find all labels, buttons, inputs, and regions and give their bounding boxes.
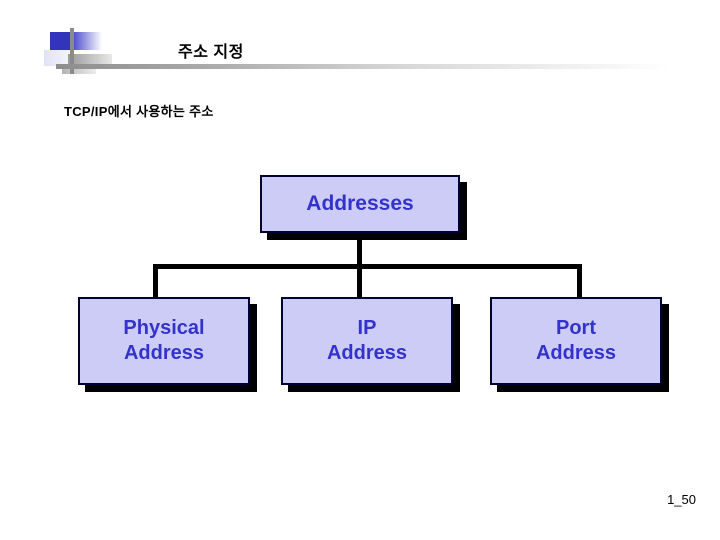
title-divider — [56, 64, 696, 69]
node-port-address-line2: Address — [535, 342, 617, 364]
node-addresses: Addresses — [260, 175, 460, 233]
title-decoration-icon — [44, 28, 124, 74]
node-port-address-label: Port Address — [536, 316, 616, 366]
deco-blue-square — [50, 32, 72, 50]
subtitle-text: TCP/IP에서 사용하는 주소 — [64, 104, 214, 119]
connector-horizontal-bar — [153, 264, 582, 269]
connector-drop-ip — [357, 264, 362, 299]
deco-gray-bar-upper — [68, 54, 112, 64]
deco-gray-bar-lower — [62, 66, 96, 74]
deco-vertical-line — [70, 28, 74, 74]
node-physical-address-line1: Physical — [123, 317, 205, 340]
node-ip-address-line1: IP — [357, 317, 377, 340]
node-ip-address: IP Address — [281, 297, 453, 385]
deco-gradient-square — [72, 32, 102, 50]
node-physical-address: Physical Address — [78, 297, 250, 385]
node-ip-address-label: IP Address — [327, 316, 407, 366]
page-number: 1_50 — [667, 492, 696, 507]
connector-root-stem — [357, 233, 362, 268]
node-port-address: Port Address — [490, 297, 662, 385]
deco-light-square — [44, 50, 70, 66]
node-addresses-label: Addresses — [306, 191, 414, 215]
node-port-address-line1: Port — [556, 317, 596, 340]
connector-drop-port — [577, 264, 582, 299]
connector-drop-physical — [153, 264, 158, 299]
node-ip-address-line2: Address — [326, 342, 408, 364]
page-title: 주소 지정 — [178, 44, 244, 61]
node-physical-address-label: Physical Address — [123, 316, 204, 366]
node-physical-address-line2: Address — [123, 342, 204, 364]
